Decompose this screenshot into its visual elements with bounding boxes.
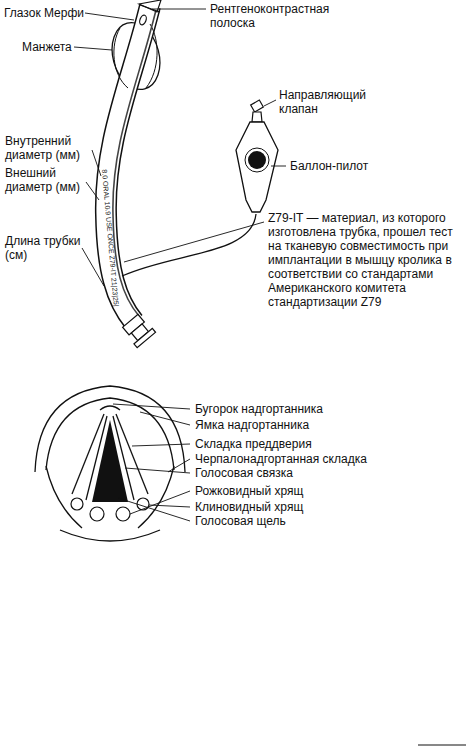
- part-label: Глазок Мерфи: [4, 6, 84, 20]
- part-label: Длина трубки (см): [5, 234, 83, 262]
- aryepiglottic-fold: [46, 466, 82, 528]
- part-label: Внутренний диаметр (мм): [5, 134, 93, 162]
- part-label: Голосовая щель: [195, 514, 286, 528]
- part-label: Ямка надгортанника: [195, 418, 309, 432]
- balloon-disc: [248, 151, 266, 169]
- posterior-wall: [60, 530, 160, 541]
- cartilages: [71, 498, 149, 521]
- valve-neck: [252, 112, 262, 122]
- radiopaque-stripe: [113, 10, 156, 316]
- part-label: Рожковидный хрящ: [195, 484, 303, 498]
- cuff-edge: [114, 28, 128, 88]
- part-label: Направляющий клапан: [279, 88, 389, 116]
- part-label: Голосовая связка: [195, 466, 293, 480]
- part-label: Клиновидный хрящ: [195, 500, 303, 514]
- part-label: Черпалонадгортанная складка: [195, 452, 367, 466]
- tube-tip: [139, 0, 161, 12]
- bevel-line: [140, 5, 160, 12]
- part-label: Манжета: [22, 40, 72, 54]
- epiglottic-tubercle: [100, 406, 120, 410]
- part-label: Внешний диаметр (мм): [5, 166, 87, 194]
- aryepiglottic-fold: [138, 466, 174, 528]
- part-label: Бугорок надгортанника: [195, 402, 323, 416]
- valve: [251, 100, 264, 112]
- pilot-balloon: [236, 122, 278, 212]
- tube-connector: [121, 313, 155, 348]
- part-label: Рентгеноконтрастная полоска: [210, 2, 350, 30]
- part-label: Складка преддверия: [195, 437, 312, 451]
- part-label: Z79-IT — материал, из которого изготовле…: [268, 211, 466, 309]
- rima-glottidis: [92, 420, 128, 502]
- pilot-line: [122, 214, 256, 276]
- larynx: [35, 386, 185, 541]
- balloon-ring: [245, 148, 269, 172]
- cuff-edge: [146, 24, 157, 88]
- leader-lines: [113, 404, 190, 521]
- part-label: Баллон-пилот: [290, 159, 368, 173]
- murphy-eye: [138, 14, 147, 25]
- page-rule: [418, 745, 466, 746]
